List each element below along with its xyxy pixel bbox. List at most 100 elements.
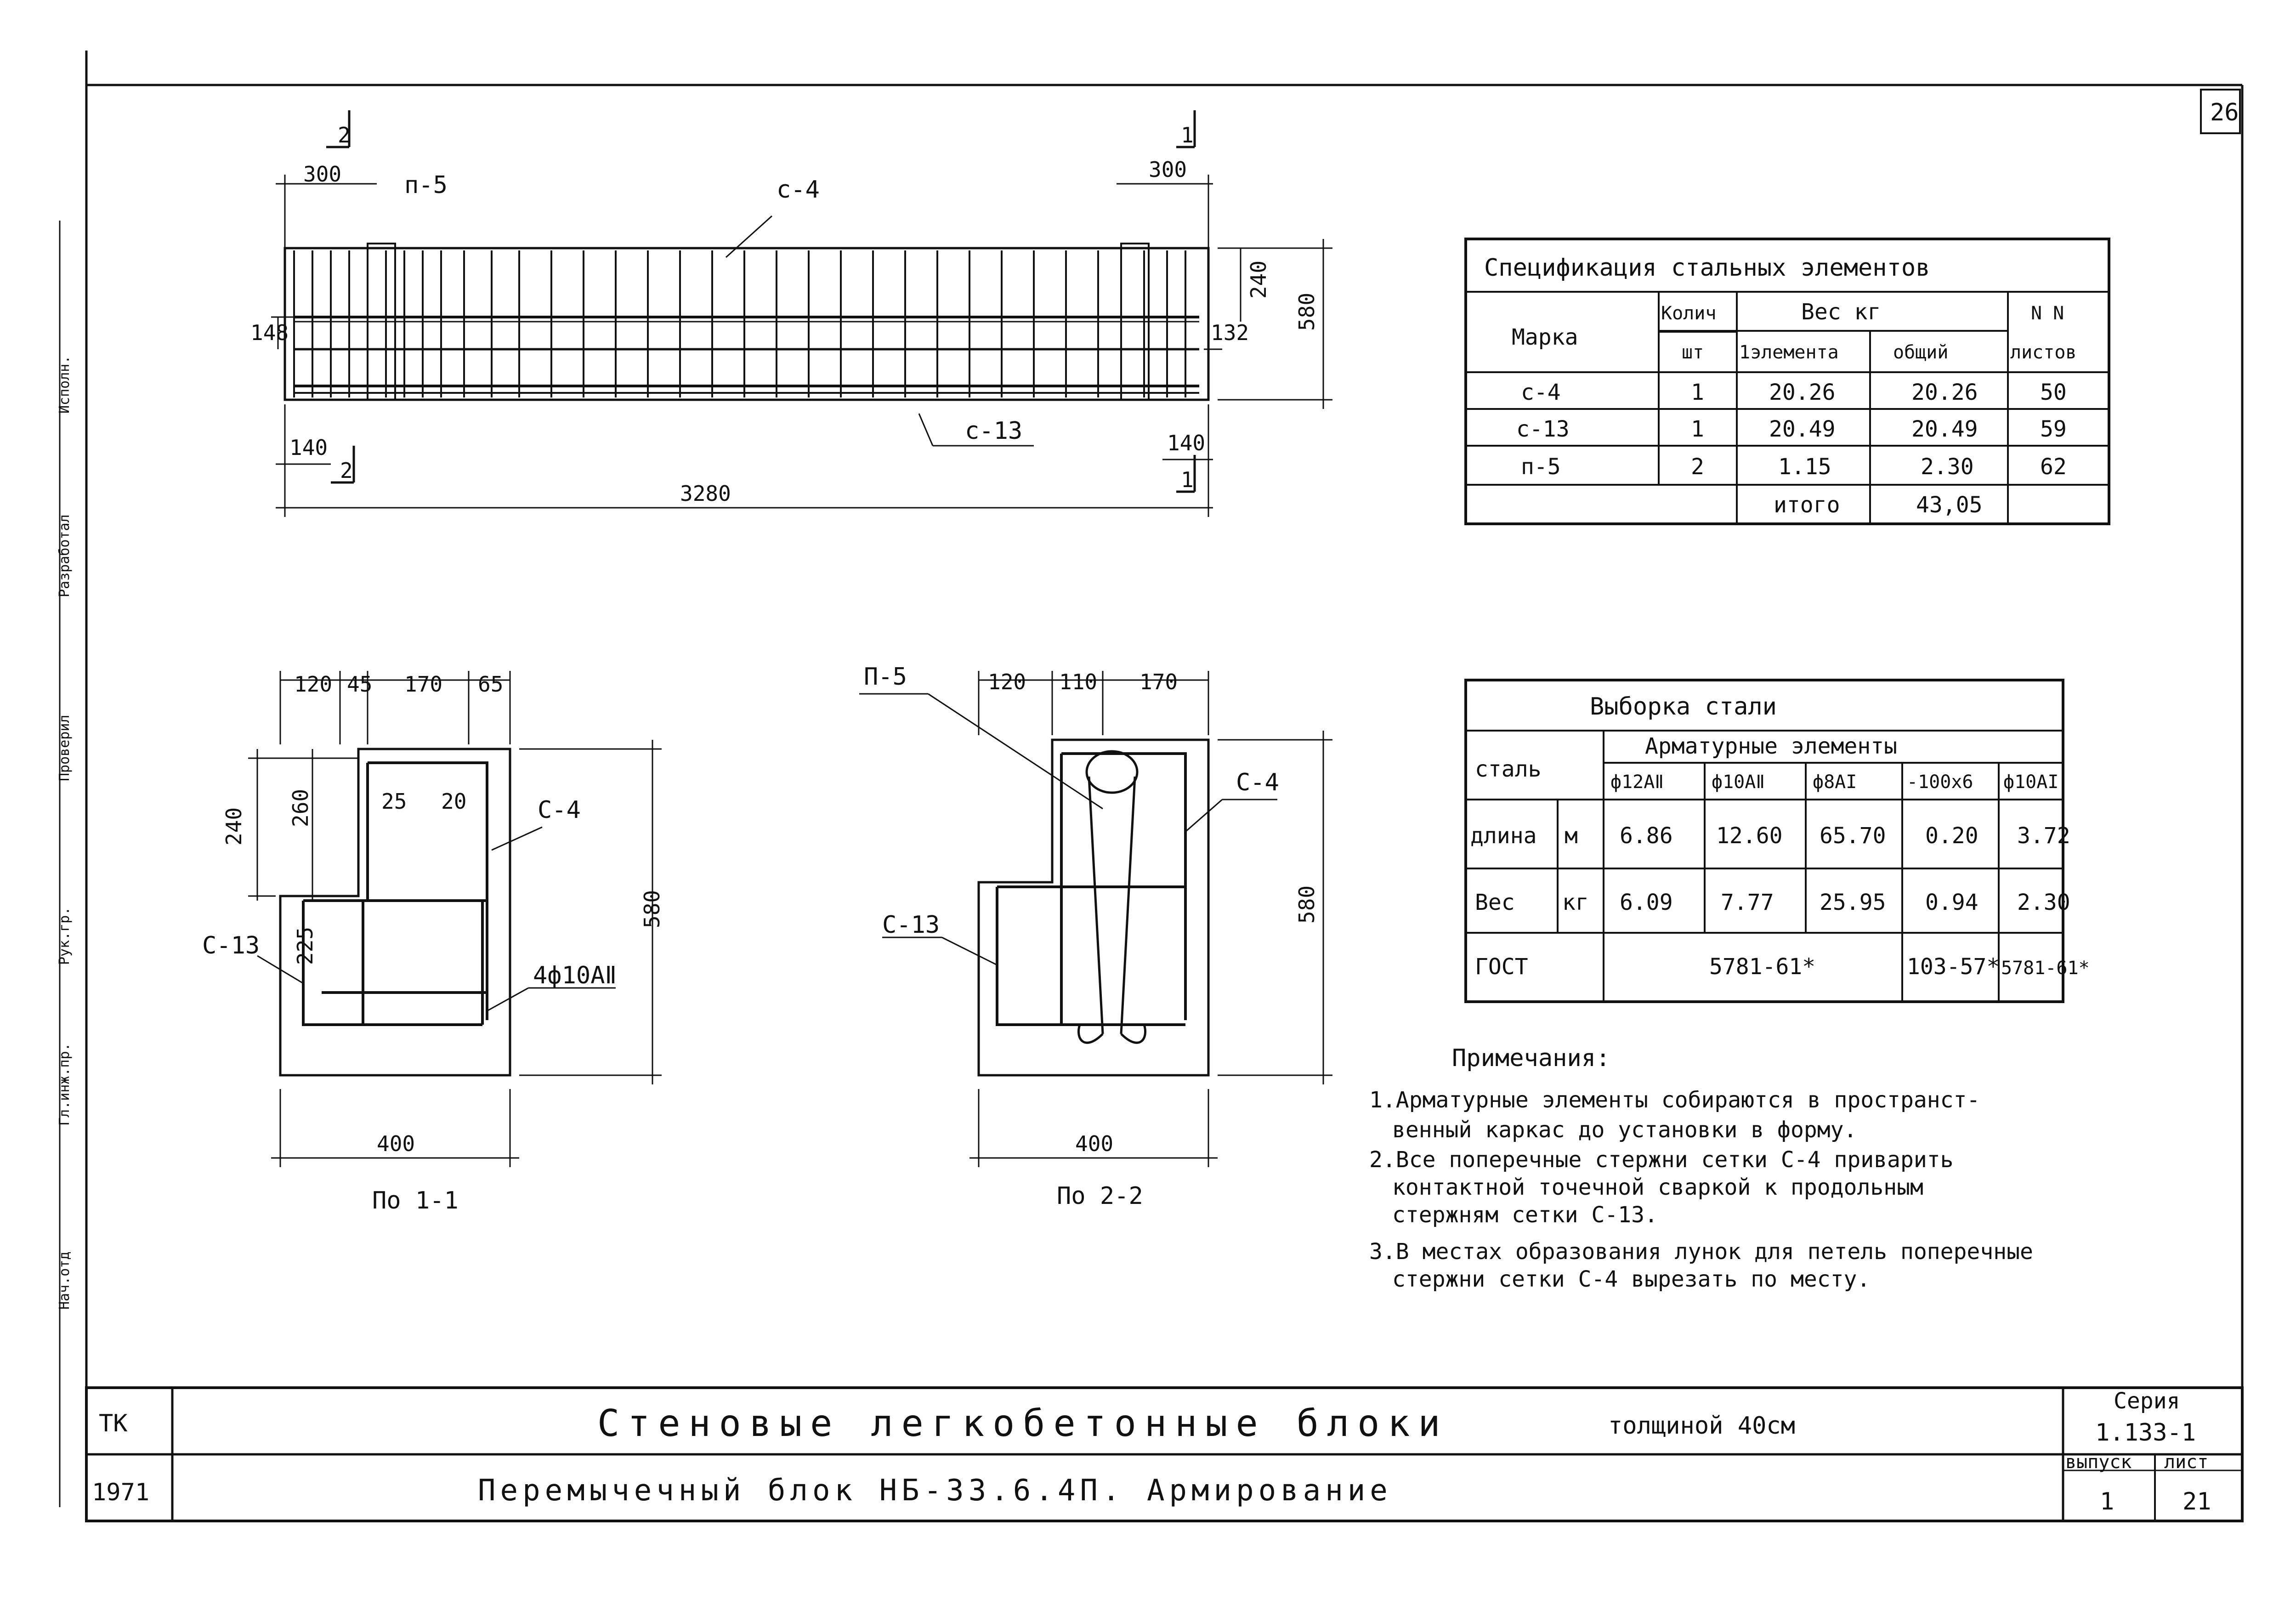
spec-table (1464, 238, 2110, 525)
plan-dim-240: 240 (1246, 261, 1271, 299)
s1-dim-580: 580 (640, 890, 664, 928)
spec-cell-total: 2.30 (1921, 454, 1974, 480)
spec-h-weight: Вес кг (1801, 299, 1881, 325)
steel-cell: 0.20 (1925, 823, 1979, 849)
spec-cell-one: 20.26 (1769, 380, 1836, 405)
steel-col: ф12АⅡ (1610, 772, 1664, 793)
plan-dim-300-left: 300 (303, 162, 341, 187)
steel-gost-label: ГОСТ (1475, 954, 1528, 980)
steel-col: ф10АI (2003, 772, 2058, 793)
spec-h-mark: Марка (1512, 324, 1578, 350)
sheet-value: 21 (2183, 1488, 2211, 1515)
steel-h-steel: сталь (1475, 756, 1542, 782)
s1-dim-65: 65 (478, 672, 503, 697)
s2-dim-120: 120 (988, 669, 1026, 694)
cut-mark-2-top: 2 (338, 123, 351, 148)
steel-row-unit: м (1565, 823, 1578, 849)
plan-dim-580: 580 (1294, 293, 1319, 331)
spec-h-weight-total: общий (1893, 342, 1948, 363)
s1-dim-25: 25 (381, 789, 407, 814)
s1-dim-260: 260 (288, 789, 313, 827)
s1-dim-120: 120 (294, 672, 332, 697)
title-line-1-thickness: толщиной 40см (1608, 1412, 1795, 1440)
s1-dim-170: 170 (404, 672, 442, 697)
note-line: стержни сетки С-4 вырезать по месту. (1392, 1266, 1870, 1292)
spec-cell-mark: с-4 (1521, 380, 1561, 405)
spec-total-label: итого (1774, 492, 1840, 518)
s1-label-c4: С-4 (538, 796, 581, 824)
steel-cell: 25.95 (1820, 890, 1886, 915)
plan-label-c4: с-4 (777, 176, 820, 204)
s1-dim-45: 45 (347, 672, 372, 697)
s1-dim-20: 20 (441, 789, 466, 814)
issue-label: выпуск (2065, 1452, 2132, 1473)
spec-cell-one: 1.15 (1778, 454, 1831, 480)
note-line: 1.Арматурные элементы собираются в прост… (1369, 1087, 1980, 1113)
spec-title: Спецификация стальных элементов (1484, 254, 1930, 282)
title-org: ТК (99, 1410, 128, 1437)
s1-dim-240: 240 (221, 807, 246, 845)
steel-h-elements: Арматурные элементы (1645, 733, 1897, 759)
steel-gost-1: 5781-61* (1709, 954, 1815, 980)
plan-dim-3280: 3280 (680, 481, 731, 506)
steel-cell: 6.86 (1620, 823, 1673, 849)
plan-dim-300-right: 300 (1149, 157, 1187, 182)
steel-col: -100х6 (1907, 772, 1973, 793)
notes: Примечания: 1.Арматурные элементы собира… (1369, 1044, 2033, 1292)
issue-value: 1 (2100, 1488, 2114, 1515)
spec-h-qty: Колич (1661, 303, 1716, 324)
spec-cell-qty: 1 (1691, 380, 1704, 405)
stamp-item: Разработал (57, 514, 73, 597)
steel-cell: 0.94 (1925, 890, 1979, 915)
steel-table (1464, 679, 2064, 1003)
section-1-1 (248, 671, 662, 1167)
steel-cell: 2.30 (2017, 890, 2070, 915)
steel-title: Выборка стали (1590, 693, 1777, 721)
spec-h-qty-unit: шт (1682, 342, 1704, 363)
s2-dim-400: 400 (1075, 1131, 1113, 1156)
spec-cell-sheet: 59 (2040, 416, 2067, 442)
section-2-2 (859, 671, 1332, 1167)
s1-caption: По 1-1 (372, 1187, 459, 1214)
s1-label-bars: 4ф10АⅡ (533, 962, 617, 989)
steel-col: ф8АI (1813, 772, 1857, 793)
note-line: венный каркас до установки в форму. (1392, 1117, 1857, 1143)
spec-cell-sheet: 62 (2040, 454, 2067, 480)
stamp-item: Проверил (57, 715, 73, 782)
stamp-item: Нач.отд (57, 1252, 73, 1310)
steel-row-name: длина (1470, 823, 1537, 849)
s1-dim-225: 225 (293, 927, 317, 965)
spec-cell-qty: 1 (1691, 416, 1704, 442)
spec-h-sheet: N N (2031, 303, 2064, 324)
spec-cell-sheet: 50 (2040, 380, 2067, 405)
steel-cell: 7.77 (1721, 890, 1774, 915)
sheet-frame (85, 51, 2244, 1521)
note-line: 2.Все поперечные стержни сетки С-4 прива… (1369, 1147, 1954, 1173)
steel-cell: 12.60 (1716, 823, 1783, 849)
spec-cell-qty: 2 (1691, 454, 1704, 480)
sheet-number: 26 (2210, 99, 2239, 126)
spec-cell-mark: п-5 (1521, 454, 1561, 480)
s2-dim-580: 580 (1294, 885, 1319, 924)
spec-cell-total: 20.49 (1911, 416, 1978, 442)
plan-dim-132: 132 (1211, 320, 1249, 345)
plan-label-c13: с-13 (965, 417, 1022, 445)
steel-row-unit: кг (1562, 890, 1589, 915)
stamp-item: Гл.инж.пр. (57, 1043, 73, 1126)
spec-cell-total: 20.26 (1911, 380, 1978, 405)
plan-dim-148: 148 (250, 320, 289, 345)
title-line-2: Перемычечный блок НБ-33.6.4П. Армировани… (478, 1474, 1392, 1508)
title-year: 1971 (92, 1479, 149, 1506)
spec-cell-mark: с-13 (1516, 416, 1570, 442)
s1-label-c13: С-13 (202, 932, 260, 959)
sheet-label: лист (2164, 1452, 2208, 1473)
title-block (85, 1386, 2244, 1522)
cut-mark-1-bottom: 1 (1181, 467, 1194, 492)
note-line: контактной точечной сваркой к продольным (1392, 1174, 1923, 1200)
steel-cell: 6.09 (1620, 890, 1673, 915)
steel-gost-3: 5781-61* (2001, 958, 2090, 979)
note-line: 3.В местах образования лунок для петель … (1369, 1239, 2033, 1265)
plan-dim-140-right: 140 (1167, 431, 1205, 455)
plan-label-p5: п-5 (404, 171, 448, 199)
